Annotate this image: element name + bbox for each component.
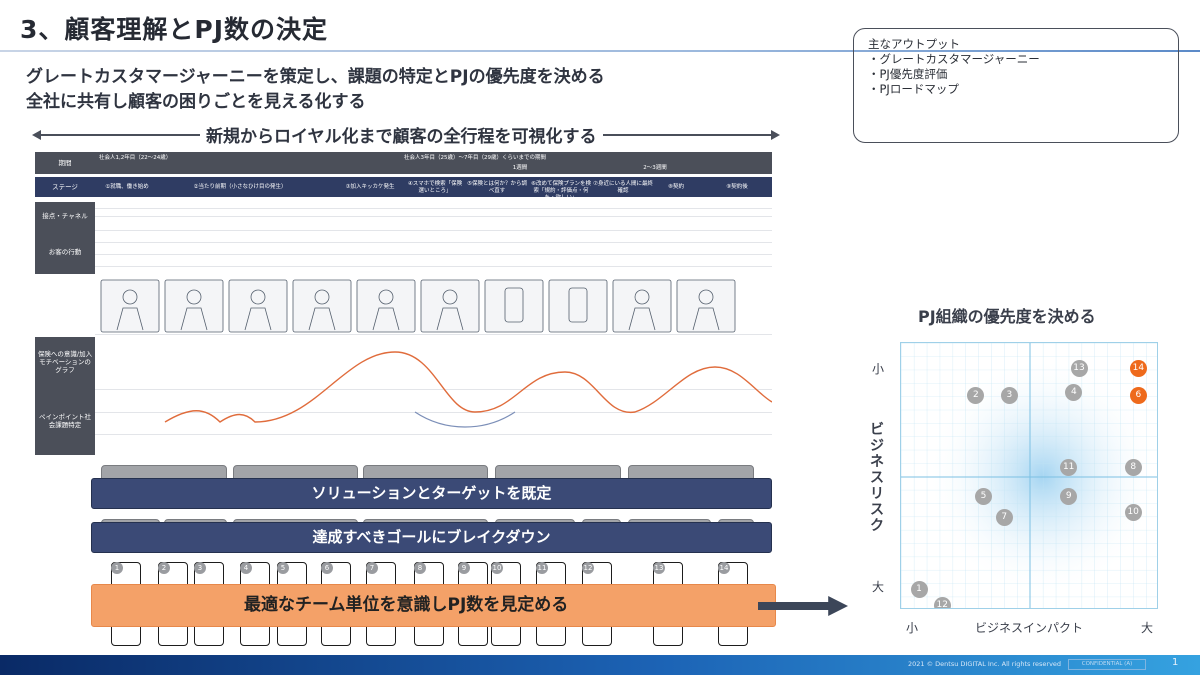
- period-text: 2～3週間: [643, 165, 667, 171]
- row-label-behavior: お客の行動: [35, 230, 95, 274]
- grid-line: [95, 389, 772, 390]
- pj-point-2: 2: [967, 386, 985, 404]
- pj-point-13: 13: [1070, 359, 1088, 377]
- stage-label: ⑦身近にいる人間に最終確認: [593, 181, 653, 194]
- row-label-period: 期間: [35, 152, 95, 174]
- pj-number: 5: [277, 562, 289, 574]
- pj-number: 6: [321, 562, 333, 574]
- pj-point-6: 6: [1129, 386, 1147, 404]
- page-number: 1: [1172, 657, 1179, 668]
- stage-row: [35, 177, 772, 197]
- footer-copyright: 2021 © Dentsu DIGITAL Inc. All rights re…: [908, 660, 1062, 668]
- stage-label: ①就職、働き始め: [105, 184, 149, 190]
- pj-point-7: 7: [995, 509, 1013, 527]
- period-text: 社会人1,2年目（22～24歳）: [99, 155, 172, 161]
- grid-line: [95, 434, 772, 435]
- period-text: 1週間: [512, 165, 528, 171]
- row-label-touchpoint: 接点・チャネル: [35, 202, 95, 230]
- pj-number: 12: [582, 562, 594, 574]
- stage-label: ④スマホで検索「保険 選いところ」: [407, 181, 463, 194]
- pj-number: 4: [240, 562, 252, 574]
- subtitle-line-2: 全社に共有し顧客の困りごとを見える化する: [26, 92, 366, 112]
- pj-number: 9: [458, 562, 470, 574]
- solution-band: ソリューションとターゲットを既定: [91, 478, 772, 509]
- journey-illustrations-and-curve: [100, 279, 772, 428]
- pj-point-9: 9: [1060, 488, 1078, 505]
- x-axis-large-label: 大: [1141, 621, 1154, 635]
- period-row: [35, 152, 772, 174]
- pj-point-4: 4: [1065, 383, 1083, 401]
- pj-point-5: 5: [975, 488, 993, 505]
- goal-band: 達成すべきゴールにブレイクダウン: [91, 522, 772, 553]
- stage-label: ⑧契約: [668, 184, 684, 190]
- title-divider: [0, 50, 1200, 52]
- period-text: 社会人3年目（25歳）～7年目（29歳）くらいまでの期間: [404, 155, 546, 161]
- grid-line: [95, 254, 772, 255]
- row-label-stage: ステージ: [35, 177, 95, 197]
- pj-number: 7: [366, 562, 378, 574]
- pj-number: 8: [414, 562, 426, 574]
- confidential-badge: CONFIDENTIAL (A): [1068, 659, 1146, 670]
- customer-journey-map: 期間 社会人1,2年目（22～24歳） 社会人3年目（25歳）～7年目（29歳）…: [35, 152, 772, 455]
- y-axis-small-label: 小: [872, 362, 885, 376]
- y-axis-large-label: 大: [872, 580, 885, 594]
- pj-point-14: 14: [1129, 359, 1147, 377]
- row-label-painpoint: ペインポイント社会課題特定: [35, 387, 95, 455]
- y-axis-label: ビジネスリスク: [870, 422, 884, 534]
- arrow-left-icon: [32, 130, 41, 140]
- matrix-title: PJ組織の優先度を決める: [918, 307, 1096, 326]
- grid-line: [95, 266, 772, 267]
- pj-point-3: 3: [1000, 386, 1018, 404]
- pj-point-8: 8: [1124, 458, 1142, 476]
- outputs-item: ・PJ優先度評価: [868, 67, 948, 81]
- pj-point-1: 1: [910, 581, 928, 599]
- grid-line: [95, 216, 772, 217]
- stage-label: ⑨契約後: [726, 184, 748, 190]
- stage-label: ②当たり前期（小さなひけ目の発生）: [193, 184, 287, 190]
- row-label-motivation: 保険への意識/加入モチベーションのグラフ: [35, 337, 95, 387]
- matrix-grid: [901, 343, 1157, 608]
- pj-point-10: 10: [1124, 504, 1142, 522]
- grid-line: [95, 230, 772, 231]
- pj-number: 1: [111, 562, 123, 574]
- pj-band: 最適なチーム単位を意識しPJ数を見定める: [91, 584, 776, 627]
- x-axis-small-label: 小: [906, 621, 919, 635]
- pj-number: 2: [158, 562, 170, 574]
- pj-number: 14: [718, 562, 730, 574]
- outputs-item: ・グレートカスタマージャーニー: [868, 52, 1040, 66]
- x-axis-label: ビジネスインパクト: [975, 621, 1084, 635]
- grid-line: [95, 412, 772, 413]
- stage-label: ⑥改めて保険プランを検索「規約・評価点・何を・欲しい」: [531, 181, 591, 201]
- pj-number: 11: [536, 562, 548, 574]
- arrow-right-icon: [771, 130, 780, 140]
- slide-title: 3、顧客理解とPJ数の決定: [20, 15, 329, 44]
- pj-number: 3: [194, 562, 206, 574]
- journey-caption: 新規からロイヤル化まで顧客の全行程を可視化する: [200, 122, 603, 147]
- stage-label: ⑤保険とは何か？から調べ直す: [467, 181, 527, 194]
- stage-label: ③加入キッカケ発生: [345, 184, 395, 190]
- pj-point-12: 12: [933, 597, 951, 608]
- outputs-item: ・PJロードマップ: [868, 82, 959, 96]
- grid-line: [95, 242, 772, 243]
- grid-line: [95, 334, 772, 335]
- footer-bar: [0, 655, 1200, 675]
- subtitle-line-1: グレートカスタマージャーニーを策定し、課題の特定とPJの優先度を決める: [26, 67, 605, 87]
- pj-number: 13: [653, 562, 665, 574]
- pj-number: 10: [491, 562, 503, 574]
- grid-line: [95, 208, 772, 209]
- pj-point-11: 11: [1060, 458, 1078, 476]
- outputs-heading: 主なアウトプット: [868, 37, 960, 51]
- outputs-box: 主なアウトプット ・グレートカスタマージャーニー ・PJ優先度評価 ・PJロード…: [853, 28, 1179, 143]
